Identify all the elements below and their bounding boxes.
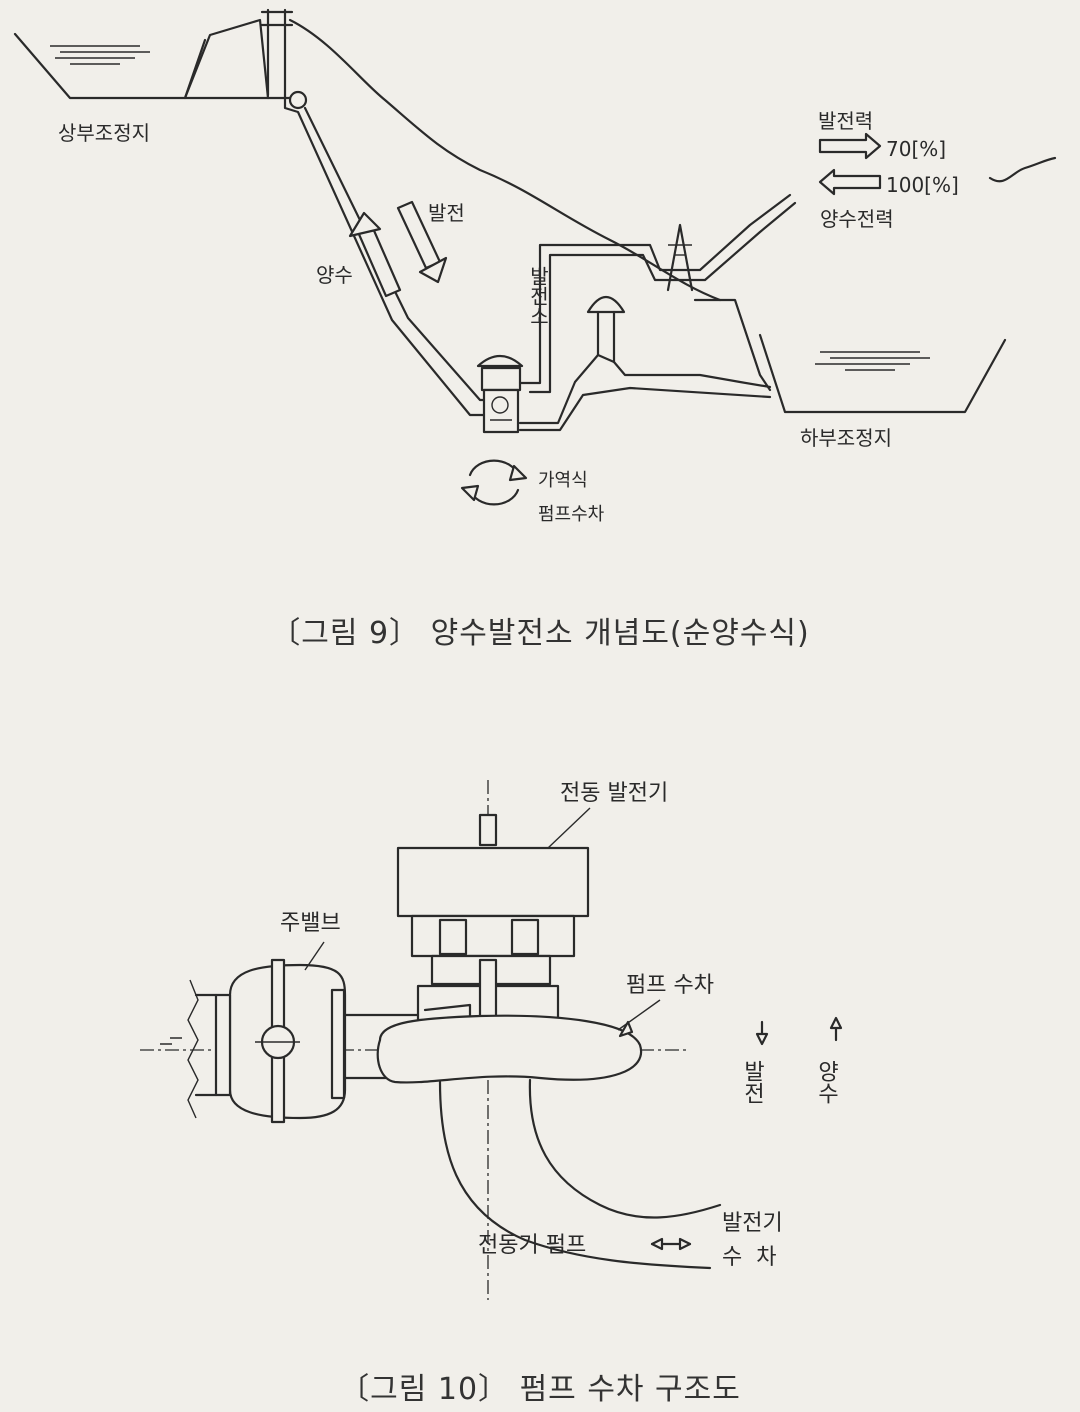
pumping-column-label: 양수	[814, 1060, 839, 1104]
turbine-label: 수 차	[722, 1245, 776, 1270]
spiral-casing	[378, 1016, 641, 1083]
upper-reservoir	[15, 34, 205, 98]
pump-power-label: 양수전력	[820, 207, 894, 231]
figure-10-diagram: 전동 발전기 주밸브 펌프 수차 발전 양수 전동기 펌프 발전기 수 차	[0, 760, 1080, 1320]
power-station	[478, 356, 522, 432]
gen-power-label: 발전력	[818, 109, 873, 133]
upstream-pipe	[160, 980, 216, 1118]
figure-9-caption: 〔그림 9〕 양수발전소 개념도(순양수식)	[0, 608, 1080, 652]
generation-column-label: 발전	[740, 1060, 765, 1104]
reversible-label-1: 가역식	[538, 470, 588, 491]
figure-9-diagram: 상부조정지 양수 발전 발전소 하부조정지 가역식 펌프수차 발전력 70[%]…	[0, 0, 1080, 560]
pumping-power-arrow	[820, 170, 880, 194]
gen-percent-label: 70[%]	[886, 137, 946, 161]
lower-reservoir-label: 하부조정지	[800, 426, 892, 450]
surge-valve	[290, 92, 306, 108]
reversible-rotation-arrows	[462, 461, 526, 505]
generation-direction-arrow	[757, 1022, 767, 1044]
tailrace	[520, 355, 770, 430]
pumping-direction-arrow	[831, 1018, 841, 1040]
penstock	[285, 95, 505, 415]
mode-double-arrow	[652, 1239, 690, 1249]
pump-percent-label: 100[%]	[886, 173, 959, 197]
motor-generator-label: 전동 발전기	[560, 781, 668, 806]
generator-label: 발전기	[722, 1211, 783, 1236]
generation-power-arrow	[820, 134, 880, 158]
figure-10-caption: 〔그림 10〕 펌프 수차 구조도	[0, 1364, 1080, 1408]
lower-reservoir	[760, 335, 1005, 412]
generation-label: 발전	[428, 201, 465, 225]
main-valve-label: 주밸브	[280, 911, 341, 936]
upper-reservoir-label: 상부조정지	[58, 121, 150, 145]
surge-tank	[588, 297, 624, 362]
motor-pump-label: 전동기 펌프	[478, 1233, 586, 1258]
main-valve	[216, 960, 345, 1122]
motor-generator	[398, 815, 588, 984]
pump-turbine-label: 펌프 수차	[626, 973, 714, 998]
transmission-pylon	[668, 225, 692, 290]
pumping-label: 양수	[316, 263, 353, 287]
wavy-line	[990, 158, 1055, 181]
reversible-label-2: 펌프수차	[538, 504, 605, 525]
transmission-line	[520, 195, 790, 383]
